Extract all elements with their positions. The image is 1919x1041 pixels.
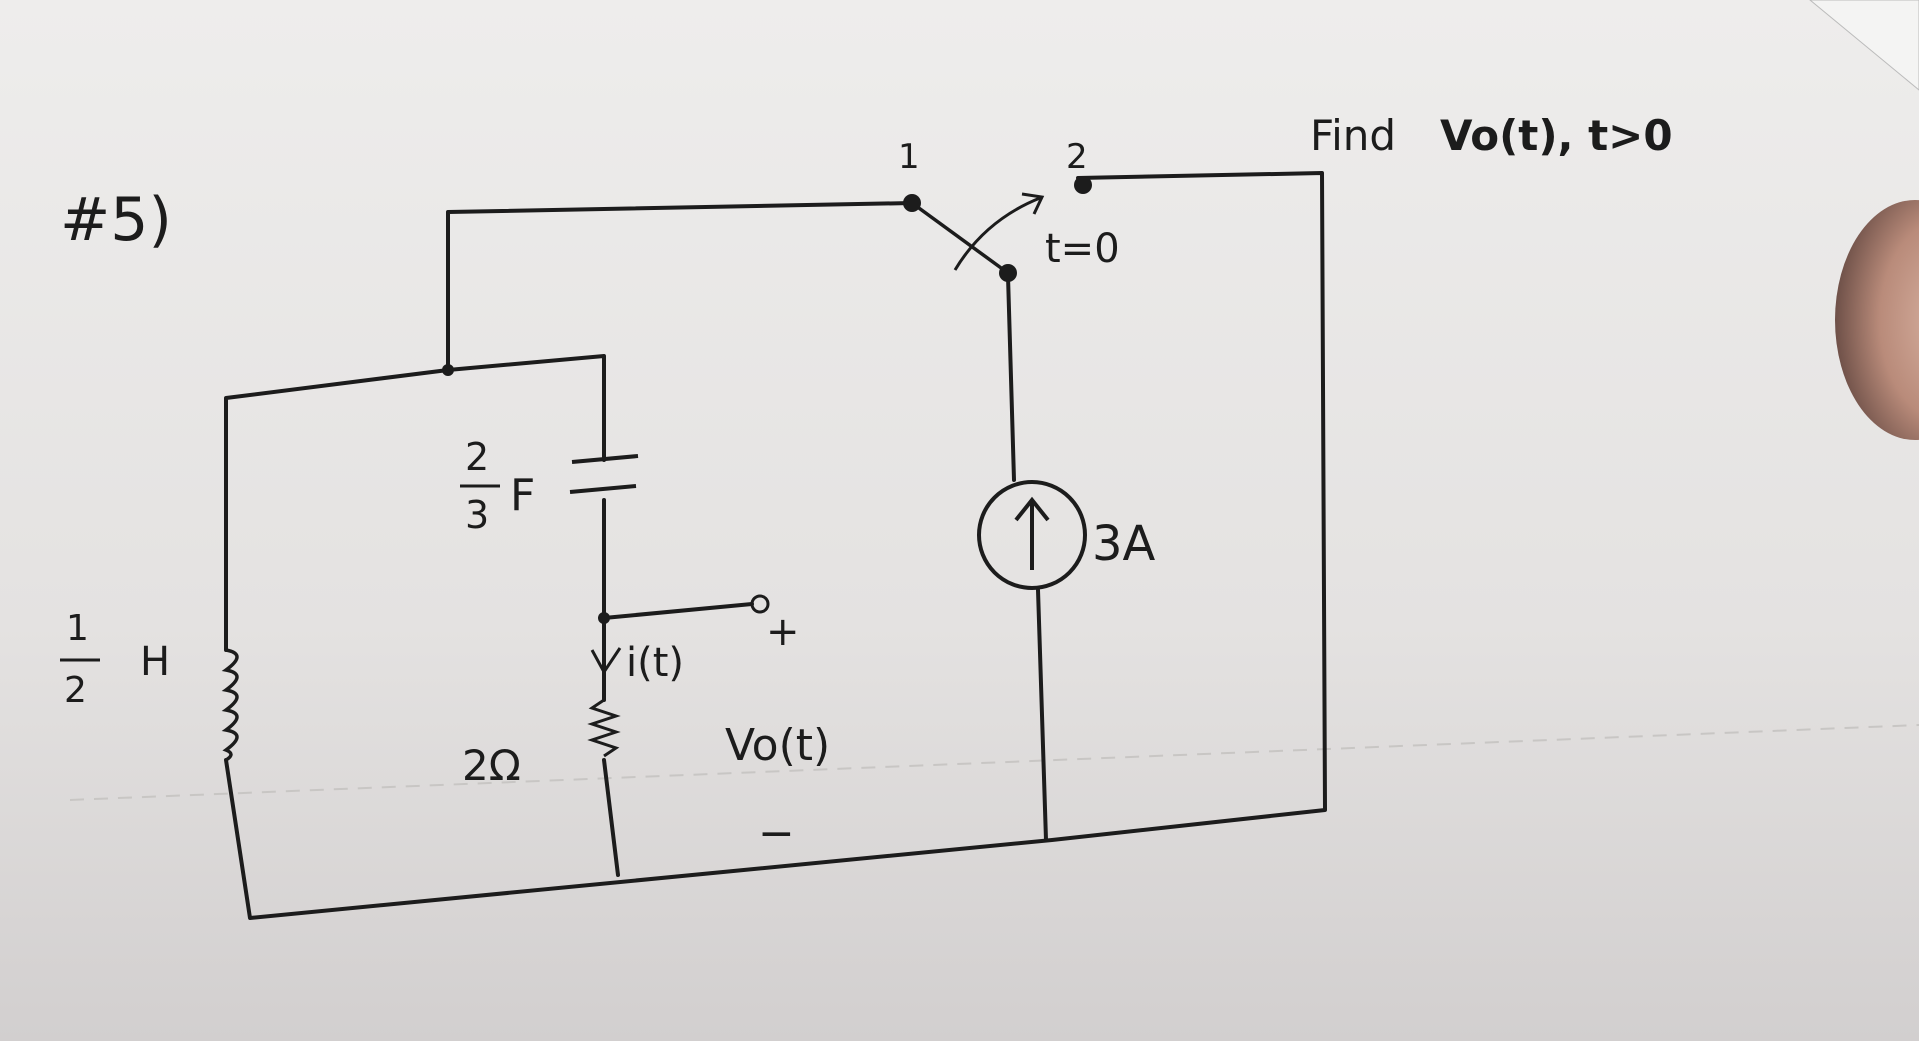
problem-number: #5) (60, 185, 172, 255)
switch-arm (910, 201, 1010, 275)
problem-statement: Find Vo(t), t>0 (1310, 111, 1673, 160)
switch-label-2: 2 (1066, 137, 1088, 177)
output-minus-sign: − (758, 808, 795, 859)
resistor: 2Ω (462, 698, 621, 790)
current-label: i(t) (626, 640, 684, 686)
switch-label-1: 1 (898, 137, 920, 177)
resistor-zigzag (587, 698, 621, 758)
output-voltage-label: Vo(t) (725, 720, 830, 771)
inductor-unit: H (140, 639, 170, 685)
capacitor-unit: F (510, 470, 535, 521)
output-terminal: + − (750, 594, 800, 859)
resistor-label: 2Ω (462, 741, 521, 790)
inductor-coil (221, 648, 239, 762)
switch-time-label: t=0 (1045, 226, 1120, 272)
instruction-target: Vo(t), t>0 (1440, 111, 1673, 160)
instruction-prefix: Find (1310, 111, 1396, 160)
node-dot-top (442, 364, 454, 376)
current-source: 3A (977, 480, 1156, 590)
current-indicator: i(t) (590, 640, 684, 686)
paper-fold-line (69, 724, 1919, 801)
capacitor-plate-bottom (569, 484, 637, 494)
thumb (1835, 200, 1919, 440)
capacitor-fraction-denominator: 3 (465, 493, 489, 537)
capacitor-fraction-numerator: 2 (465, 435, 489, 479)
switch: 1 2 t=0 (898, 137, 1120, 282)
current-source-circle (977, 480, 1087, 590)
node-dot-mid (598, 612, 610, 624)
current-source-arrow-icon (1014, 496, 1050, 570)
switch-arrow (953, 192, 1045, 271)
circuit-wires (224, 171, 1327, 920)
inductor-fraction-numerator: 1 (66, 608, 89, 649)
inductor: 1 2 H (60, 608, 239, 762)
switch-pole-2 (1074, 176, 1092, 194)
current-source-label: 3A (1092, 516, 1156, 572)
capacitor-plate-top (571, 454, 639, 464)
capacitor: 2 3 F (460, 435, 639, 537)
inductor-fraction-denominator: 2 (64, 670, 87, 711)
paper-corner (1809, 0, 1919, 91)
current-arrow-icon (590, 647, 622, 675)
output-terminal-circle (750, 594, 770, 614)
output-plus-sign: + (766, 609, 800, 655)
